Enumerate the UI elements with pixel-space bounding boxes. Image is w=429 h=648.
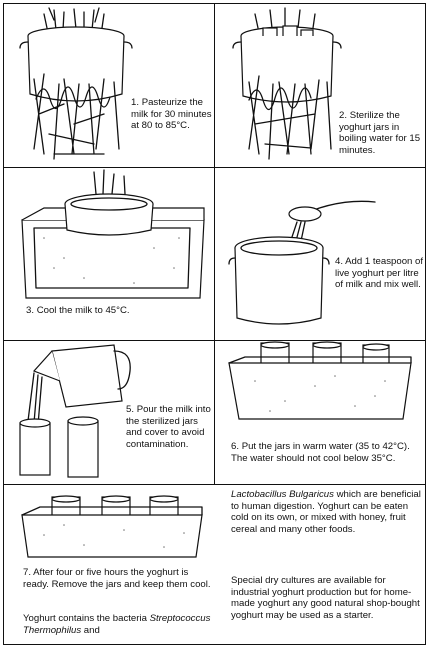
illustration-pouring-jug: [19, 344, 131, 478]
step-6-text: 6. Put the jars in warm water (35 to 42°…: [231, 441, 410, 464]
illustration-pot-on-fire: [19, 7, 133, 160]
panel-step-7-and-notes: 7. After four or five hours the yoghurt …: [3, 484, 426, 645]
panel-step-2: 2. Sterilize the yoghurt jars in boiling…: [214, 3, 426, 168]
illustration-jars-warm-water: [228, 341, 412, 420]
illustration-jars-boiling: [232, 7, 342, 160]
step-7-text: 7. After four or five hours the yoghurt …: [23, 567, 211, 590]
step-4-text: 4. Add 1 teaspoon of live yoghurt per li…: [335, 256, 424, 291]
illustration-jars-in-tray: [21, 495, 203, 558]
cultures-note: Special dry cultures are available for i…: [231, 575, 420, 621]
panel-step-6: 6. Put the jars in warm water (35 to 42°…: [214, 340, 426, 485]
step-5-text: 5. Pour the milk into the sterilized jar…: [126, 404, 211, 450]
panel-step-4: 4. Add 1 teaspoon of live yoghurt per li…: [214, 167, 426, 341]
illustration-cooling-pot: [21, 169, 205, 299]
illustration-spoon-pot: [228, 200, 376, 325]
step-2-text: 2. Sterilize the yoghurt jars in boiling…: [339, 110, 421, 156]
bacteria-note-start: Yoghurt contains the bacteria Streptococ…: [23, 613, 211, 636]
step-1-text: 1. Pasteurize the milk for 30 minutes at…: [131, 97, 212, 132]
panel-step-5: 5. Pour the milk into the sterilized jar…: [3, 340, 215, 485]
panel-step-3: 3. Cool the milk to 45°C.: [3, 167, 215, 341]
step-3-text: 3. Cool the milk to 45°C.: [26, 305, 130, 316]
panel-step-1: 1. Pasteurize the milk for 30 minutes at…: [3, 3, 215, 168]
bacteria-note-continued: Lactobacillus Bulgaricus which are benef…: [231, 489, 421, 535]
